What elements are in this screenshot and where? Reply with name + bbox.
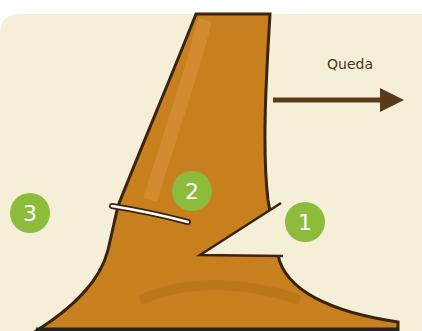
felling-notch [200, 203, 283, 256]
ground-line [36, 328, 398, 331]
notch-outline [200, 203, 283, 256]
callout-circle: 2 [172, 171, 212, 211]
direction-label: Queda [327, 56, 373, 72]
trunk-shade [140, 285, 300, 300]
fall-direction-arrow [273, 98, 388, 103]
callout-circle: 1 [285, 202, 325, 242]
background-panel [0, 14, 422, 331]
callout-number: 2 [185, 179, 199, 204]
back-cut [112, 206, 188, 222]
callout-number: 3 [23, 201, 37, 226]
callout-circle: 3 [10, 193, 50, 233]
tree-trunk [36, 14, 398, 331]
back-cut-outline [112, 206, 188, 222]
callout-number: 1 [298, 210, 312, 235]
arrow-head [380, 88, 404, 112]
